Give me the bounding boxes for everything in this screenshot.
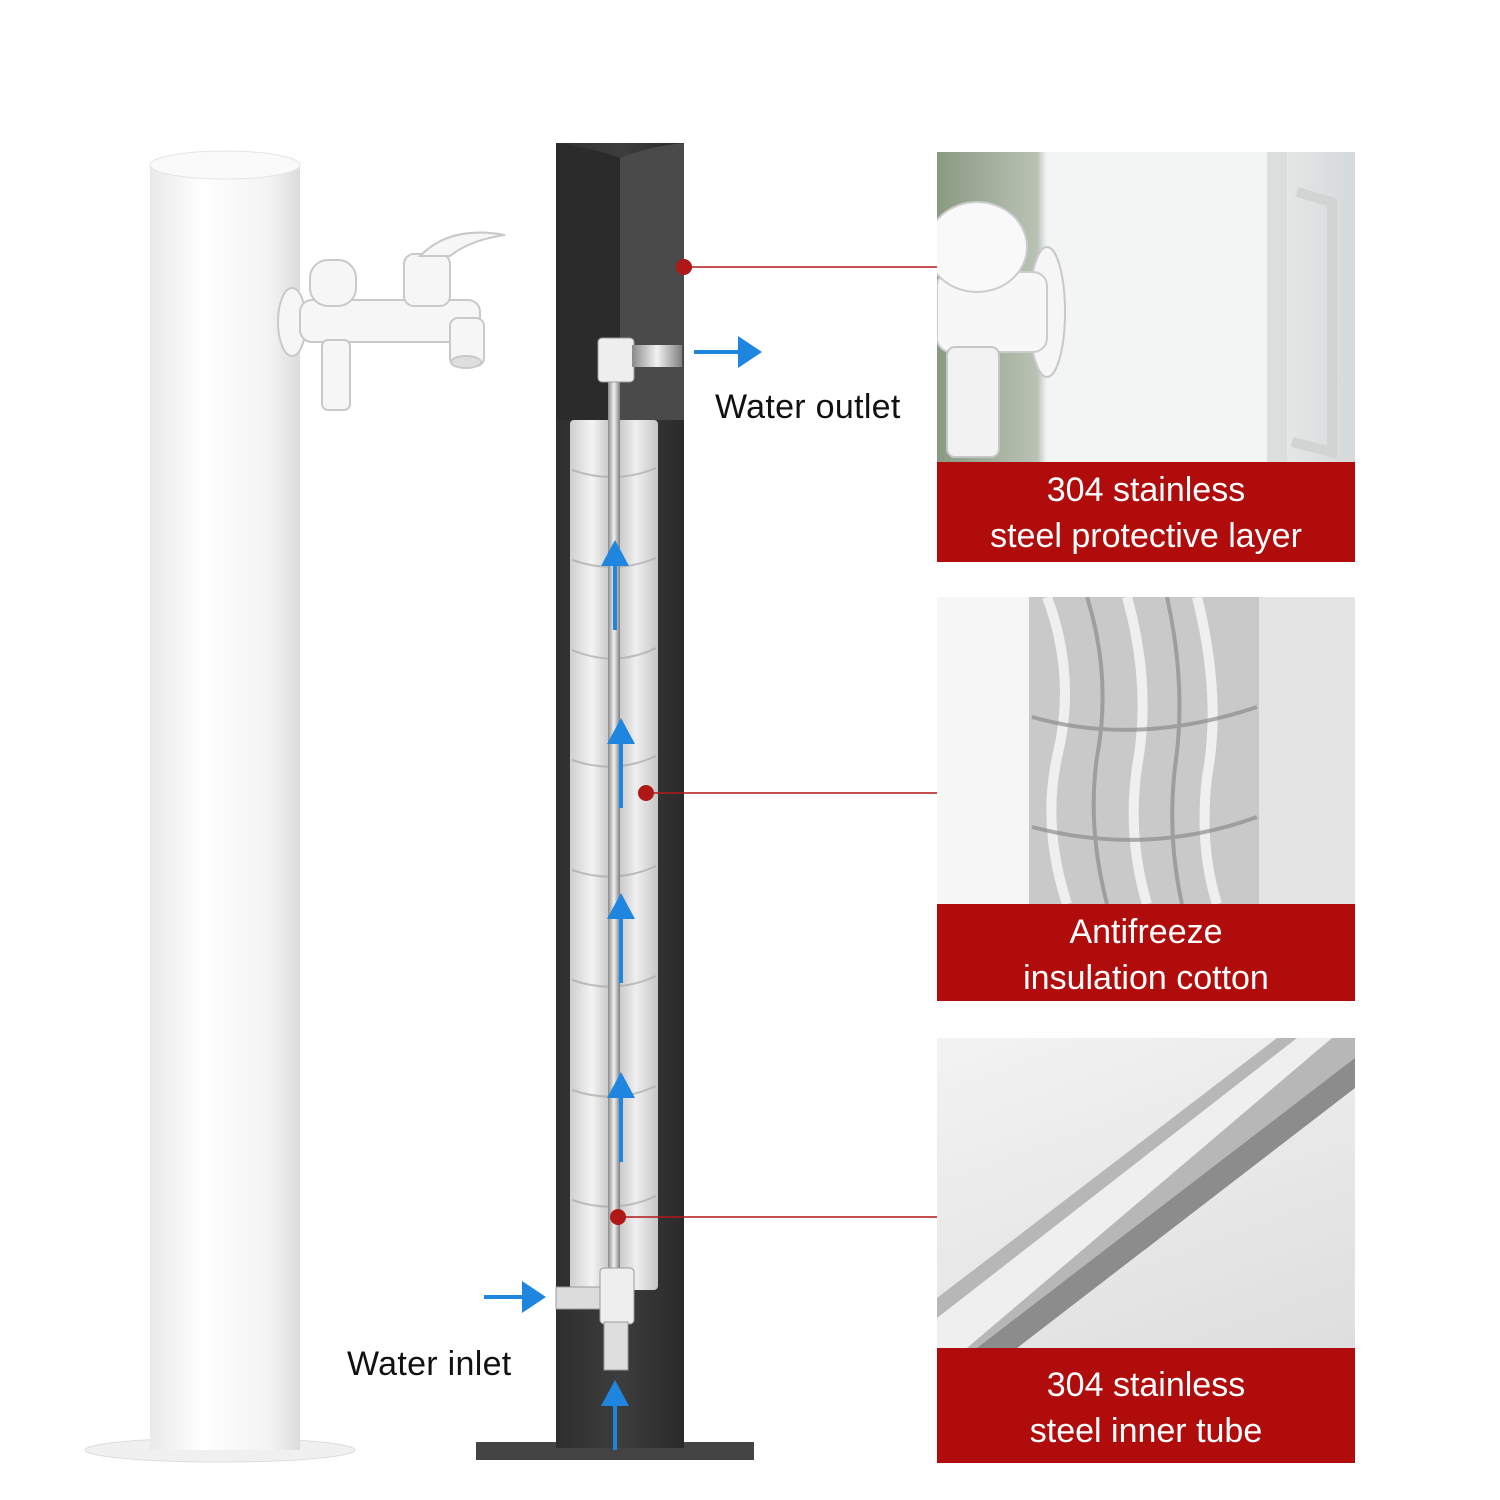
water-inlet-label: Water inlet <box>347 1345 512 1383</box>
flow-arrow-icon <box>607 1072 635 1098</box>
flow-arrow-bottom-icon <box>601 1380 629 1406</box>
photo-tube-closeup <box>937 1038 1355 1348</box>
photo-faucet-closeup <box>937 152 1355 462</box>
cross-section-panel <box>476 143 754 1460</box>
callout-line-2: insulation cotton <box>1023 959 1269 997</box>
callout-insulation: Antifreeze insulation cotton <box>937 904 1355 1001</box>
outlet-arrow-icon <box>738 336 762 368</box>
callout-inner-tube: 304 stainless steel inner tube <box>937 1348 1355 1463</box>
callout-line-1: 304 stainless <box>1046 471 1246 509</box>
photo-foil-closeup <box>937 597 1355 904</box>
callout-line-2: steel inner tube <box>1029 1412 1263 1450</box>
white-pole <box>84 150 356 1463</box>
callout-line-1: Antifreeze <box>1069 913 1223 951</box>
flow-arrow-icon <box>607 893 635 919</box>
flow-arrow-icon <box>601 540 629 566</box>
flow-arrow-icon <box>607 718 635 744</box>
callout-protective-layer: 304 stainless steel protective layer <box>937 462 1355 562</box>
inner-tube <box>608 360 620 1270</box>
flow-arrows <box>484 336 762 1450</box>
water-outlet-label: Water outlet <box>715 388 901 426</box>
callout-line-2: steel protective layer <box>990 517 1302 555</box>
faucet-icon <box>277 231 506 411</box>
leader-lines <box>610 259 937 1225</box>
inlet-arrow-icon <box>522 1281 546 1313</box>
callout-line-1: 304 stainless <box>1046 1366 1246 1404</box>
